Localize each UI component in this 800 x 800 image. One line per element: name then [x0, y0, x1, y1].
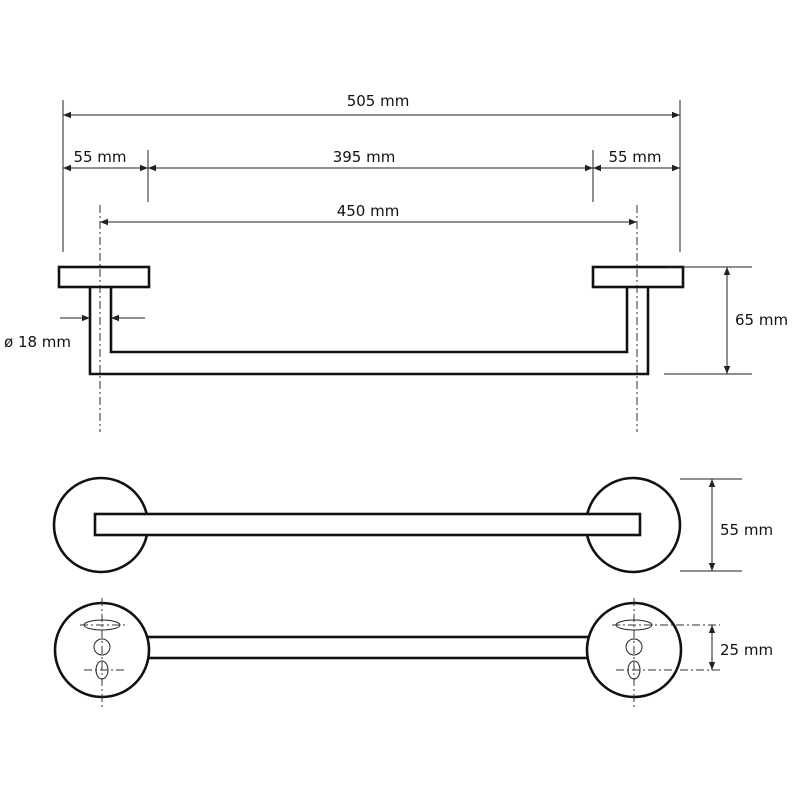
bar-inner-edge [109, 287, 629, 354]
dimension-flange-diameter: 55 mm [680, 478, 773, 572]
dimension-hole-spacing: 25 mm [708, 625, 773, 670]
set-screw-hole [627, 660, 641, 680]
hole-spacing-label: 25 mm [720, 641, 773, 659]
mounting-view [53, 598, 720, 708]
screw-hole [93, 638, 111, 656]
tube-diameter-label: ø 18 mm [4, 333, 71, 351]
right-flange [591, 265, 685, 289]
right-mount-plate [585, 598, 720, 708]
overall-length-label: 505 mm [347, 92, 410, 110]
left-flange [57, 265, 151, 289]
bar-outer-edge [88, 287, 650, 376]
bar-top [93, 512, 642, 537]
flange-diameter-label: 55 mm [720, 521, 773, 539]
dimension-segments: 55 mm 395 mm 55 mm [63, 148, 680, 202]
side-view [57, 265, 685, 376]
dimension-tube-diameter: ø 18 mm [4, 314, 145, 351]
center-distance-label: 450 mm [337, 202, 400, 220]
dimension-center-distance: 450 mm [99, 202, 638, 432]
projection-label: 65 mm [735, 311, 788, 329]
screw-hole [625, 638, 643, 656]
dimension-projection: 65 mm [664, 266, 788, 375]
top-view [52, 476, 682, 574]
set-screw-hole [95, 660, 109, 680]
bar-mounting [145, 635, 593, 660]
keyhole-slot [615, 619, 653, 631]
keyhole-slot [83, 619, 121, 631]
right-offset-label: 55 mm [608, 148, 661, 166]
left-offset-label: 55 mm [73, 148, 126, 166]
left-mount-plate [53, 598, 151, 708]
dimension-overall-length: 505 mm [62, 92, 681, 252]
inner-span-label: 395 mm [333, 148, 396, 166]
